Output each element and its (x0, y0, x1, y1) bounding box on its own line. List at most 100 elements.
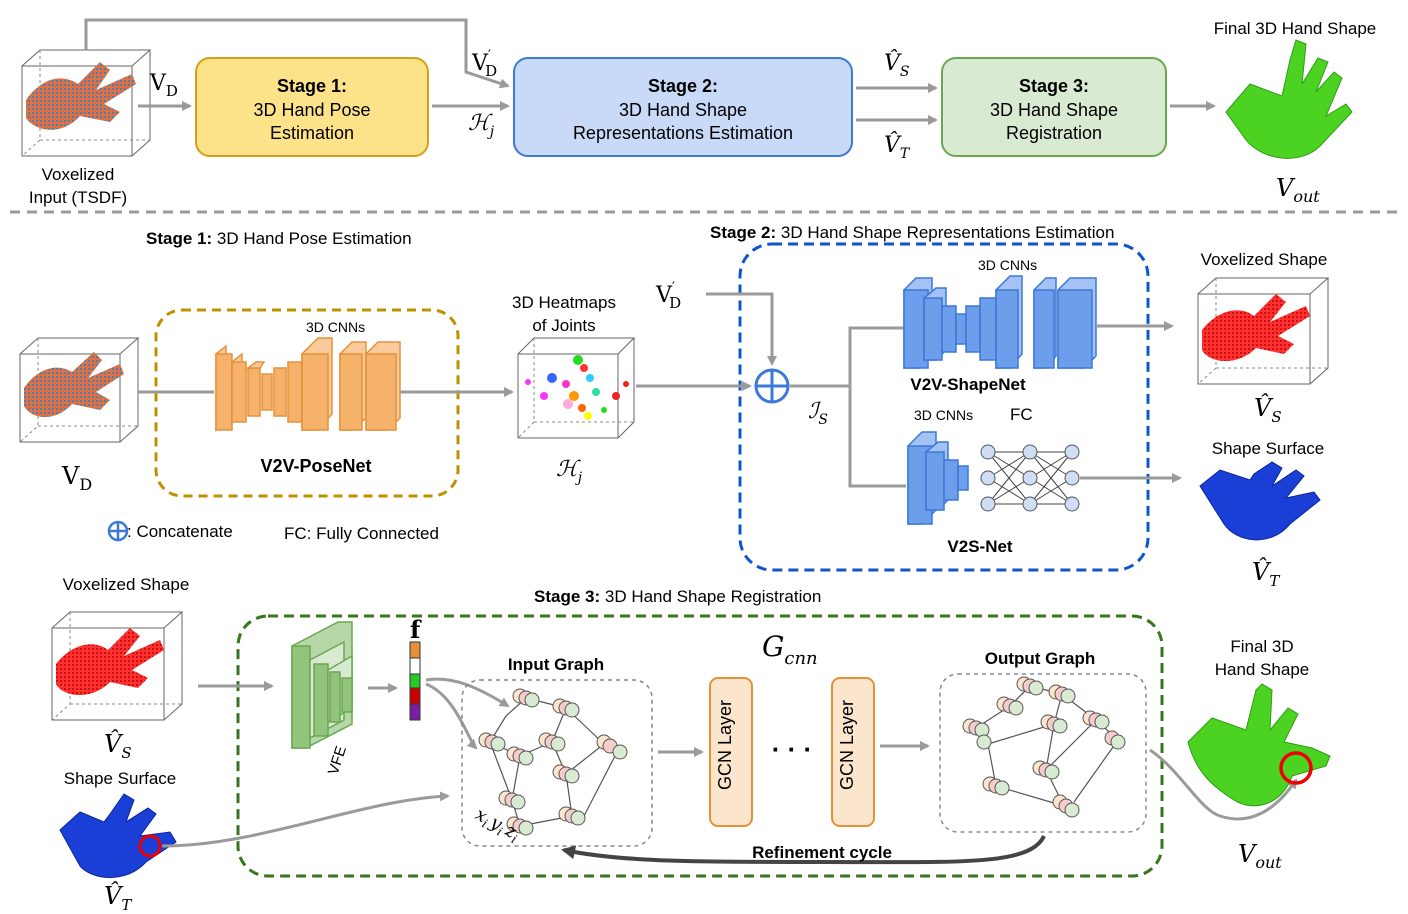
stage3-shape-surface-label: Shape Surface (64, 769, 176, 788)
stage1-detail-title: Stage 1: 3D Hand Pose Estimation (146, 229, 412, 248)
input-graph-box (461, 679, 653, 847)
vfe-cnn-blocks (291, 621, 353, 749)
gcn-ellipsis: · · · (772, 734, 812, 764)
stage1-input-cube (19, 337, 140, 443)
legend-fc: FC: Fully Connected (284, 524, 439, 543)
shape-surface-blue-hand (1199, 461, 1321, 541)
stage3-vout-label: Vout (1238, 840, 1282, 872)
heatmap-cube (517, 337, 636, 439)
stage2-detail: Stage 2: 3D Hand Shape Representations E… (636, 223, 1330, 590)
stage1-detail: Stage 1: 3D Hand Pose Estimation VD 3D C… (19, 229, 636, 543)
stage2-title: Stage 2: (648, 76, 718, 96)
stage3-vs-label: V̂S (104, 730, 132, 762)
stage1-hj-label: ℋj (556, 457, 583, 486)
input-voxel-cube (21, 49, 152, 157)
stage2-vt-label: V̂T (1252, 558, 1280, 590)
output-graph-mesh (962, 676, 1126, 818)
shapenet-cnn-label: 3D CNNs (978, 257, 1037, 273)
stage2-voxelized-shape-label: Voxelized Shape (1201, 250, 1328, 269)
stage1-box (195, 57, 429, 157)
branch-to-shapenet (790, 326, 906, 388)
stage3-detail: Stage 3: 3D Hand Shape Registration Voxe… (51, 575, 1331, 914)
input-graph-label: Input Graph (508, 655, 604, 674)
legend-concatenate: : Concatenate (127, 522, 233, 541)
vs-label: V̂S (884, 50, 909, 80)
heatmap-label-2: of Joints (532, 316, 595, 335)
heatmap-label-1: 3D Heatmaps (512, 293, 616, 312)
stage3-vt-label: V̂T (104, 882, 132, 914)
stage3-line2: Registration (1006, 123, 1102, 143)
v2snet-fc-label: FC (1010, 405, 1033, 424)
vd-label: VD (149, 71, 178, 100)
fc-network (980, 444, 1080, 512)
stage1-title: Stage 1: (277, 76, 347, 96)
gcn-layer-2-label: GCN Layer (837, 700, 857, 790)
stage3-final-green-hand (1187, 683, 1331, 807)
stage3-voxelized-shape-label: Voxelized Shape (63, 575, 190, 594)
stage3-final-label-2: Hand Shape (1215, 660, 1310, 679)
stage3-detail-title: Stage 3: 3D Hand Shape Registration (534, 587, 821, 606)
stage3-final-label-1: Final 3D (1230, 637, 1293, 656)
vdp-label: V′D (471, 48, 497, 80)
stage1-line1: 3D Hand Pose (253, 100, 370, 120)
gcn-layer-1-label: GCN Layer (715, 700, 735, 790)
stage3-blue-hand-marker (138, 834, 162, 858)
stage2-vdp-label: V′D (655, 280, 681, 312)
vdp-arrow (706, 292, 777, 366)
refinement-cycle-arrow (561, 835, 1046, 865)
branch-to-v2snet (848, 386, 906, 488)
surface-to-graph-arrow (161, 791, 450, 848)
stage3-line1: 3D Hand Shape (990, 100, 1118, 120)
final-shape-label: Final 3D Hand Shape (1214, 19, 1377, 38)
vfe-label: VFE (325, 744, 350, 777)
shapenet-name: V2V-ShapeNet (910, 375, 1026, 394)
feature-f-label: f (410, 615, 422, 644)
stage2-detail-title: Stage 2: 3D Hand Shape Representations E… (710, 223, 1114, 242)
output-graph-box (939, 673, 1147, 833)
stage2-vs-label: V̂S (1254, 394, 1282, 426)
concat-legend-icon (107, 520, 129, 542)
stage3-title: Stage 3: (1019, 76, 1089, 96)
stage2-shape-surface-label: Shape Surface (1212, 439, 1324, 458)
output-graph-label: Output Graph (985, 649, 1095, 668)
refinement-cycle-label: Refinement cycle (752, 843, 892, 862)
v2snet-name: V2S-Net (947, 537, 1013, 556)
gcn-layer-2 (831, 677, 875, 827)
feature-to-graph-arrow-2 (425, 682, 478, 750)
v2snet-cnn-blocks (907, 431, 969, 525)
stage3-voxelized-cube (51, 611, 184, 721)
voxelized-shape-cube (1197, 277, 1330, 385)
gcnn-label: Gcnn (762, 630, 818, 669)
input-graph-mesh (478, 688, 628, 836)
gcn-layer-1 (709, 677, 753, 827)
vt-label: V̂T (884, 132, 911, 162)
feature-vector (409, 641, 421, 721)
posenet-cnn-label: 3D CNNs (306, 319, 365, 335)
shapenet-cnn-blocks (903, 275, 1097, 369)
stage2-line1: 3D Hand Shape (619, 100, 747, 120)
stage1-line2: Estimation (270, 123, 354, 143)
skip-connection-arrow (84, 18, 510, 89)
concatenate-icon (754, 368, 790, 404)
v2snet-cnn-label: 3D CNNs (914, 407, 973, 423)
is-label: ℐS (808, 399, 828, 428)
vout-label: Vout (1276, 174, 1320, 206)
input-label-1: Voxelized (42, 165, 115, 184)
overview-row: Voxelized Input (TSDF) VD Stage 1: 3D Ha… (21, 18, 1377, 207)
feature-to-graph-arrow-1 (425, 677, 510, 708)
input-label-2: Input (TSDF) (29, 188, 127, 207)
stage2-box (513, 57, 853, 157)
registration-container (236, 614, 1164, 878)
posenet-cnn-blocks (215, 337, 401, 432)
hj-label: ℋj (468, 111, 495, 140)
final-hand-green-top (1225, 39, 1353, 159)
stage3-box (941, 57, 1167, 157)
stage2-line2: Representations Estimation (573, 123, 793, 143)
final-hand-marker (1279, 751, 1313, 785)
posenet-name: V2V-PoseNet (260, 456, 371, 476)
posenet-container (154, 308, 460, 498)
stage3-blue-hand (59, 793, 177, 878)
stage1-vd-label: VD (61, 462, 92, 494)
output-to-final-arrow (1149, 748, 1298, 821)
